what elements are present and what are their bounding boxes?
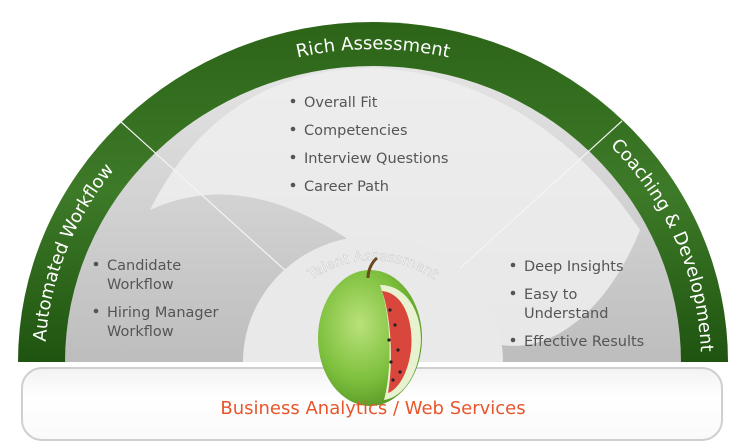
list-item: Workflow <box>107 277 174 293</box>
list-item: Deep Insights <box>524 259 624 275</box>
left-list: Candidate Workflow Hiring Manager Workfl… <box>93 258 219 340</box>
list-item: Career Path <box>304 179 389 195</box>
list-item: Effective Results <box>524 334 644 350</box>
apple-watermelon-icon <box>318 256 422 406</box>
list-item: Hiring Manager <box>107 305 219 321</box>
list-item: Easy to <box>524 287 577 303</box>
list-item: Workflow <box>107 324 174 340</box>
footer-label: Business Analytics / Web Services <box>220 398 525 419</box>
list-item: Candidate <box>107 258 181 274</box>
top-highlight <box>150 68 640 346</box>
list-item: Competencies <box>304 123 408 139</box>
list-item: Understand <box>524 306 608 322</box>
list-item: Overall Fit <box>304 95 378 111</box>
right-list: Deep Insights Easy to Understand Effecti… <box>510 259 644 350</box>
top-list: Overall Fit Competencies Interview Quest… <box>290 95 448 195</box>
list-item: Interview Questions <box>304 151 448 167</box>
